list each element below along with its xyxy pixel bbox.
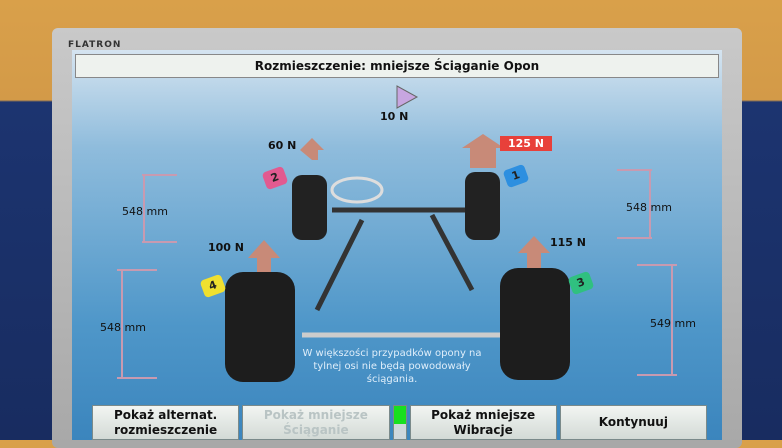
wheel-front-left bbox=[292, 175, 327, 240]
arrow-rear-right bbox=[518, 236, 550, 268]
force-front-left: 60 N bbox=[268, 139, 297, 152]
arrow-rear-left bbox=[248, 240, 280, 272]
dimension-front-left: 548 mm bbox=[122, 205, 168, 218]
dimension-markers bbox=[117, 169, 677, 379]
force-arrows bbox=[248, 134, 550, 272]
force-rear-center: 10 N bbox=[380, 110, 409, 123]
arrow-front-right bbox=[462, 134, 504, 168]
force-front-right: 125 N bbox=[500, 136, 552, 151]
monitor-brand: FLATRON bbox=[68, 40, 122, 50]
right-link bbox=[429, 213, 475, 292]
show-less-vibration-button[interactable]: Pokaż mniejsze Wibracje bbox=[409, 405, 557, 440]
selection-indicator bbox=[392, 405, 407, 440]
screen: Rozmieszczenie: mniejsze Ściąganie Opon … bbox=[72, 50, 722, 440]
page-title: Rozmieszczenie: mniejsze Ściąganie Opon bbox=[75, 54, 719, 78]
dimension-front-right: 548 mm bbox=[626, 201, 672, 214]
left-link bbox=[314, 218, 365, 312]
force-rear-right: 115 N bbox=[550, 236, 586, 249]
button-bar: Pokaż alternat. rozmieszczenie Pokaż mni… bbox=[92, 405, 707, 440]
wheel-rear-right bbox=[500, 268, 570, 380]
continue-button[interactable]: Kontynuuj bbox=[559, 405, 707, 440]
steering-wheel-icon bbox=[330, 176, 384, 204]
wheel-front-right bbox=[465, 172, 500, 240]
force-rear-left: 100 N bbox=[208, 241, 244, 254]
info-note: W większości przypadków opony na tylnej … bbox=[302, 348, 482, 385]
wheel-rear-left bbox=[225, 272, 295, 382]
rear-center-marker-icon bbox=[396, 85, 419, 109]
car-chassis-diagram bbox=[117, 85, 677, 382]
show-alternate-button[interactable]: Pokaż alternat. rozmieszczenie bbox=[92, 405, 240, 440]
dimension-rear-right: 549 mm bbox=[650, 317, 696, 330]
arrow-front-left bbox=[300, 138, 324, 160]
dimension-rear-left: 548 mm bbox=[100, 321, 146, 334]
show-less-pull-button: Pokaż mniejsze Ściąganie bbox=[242, 405, 390, 440]
